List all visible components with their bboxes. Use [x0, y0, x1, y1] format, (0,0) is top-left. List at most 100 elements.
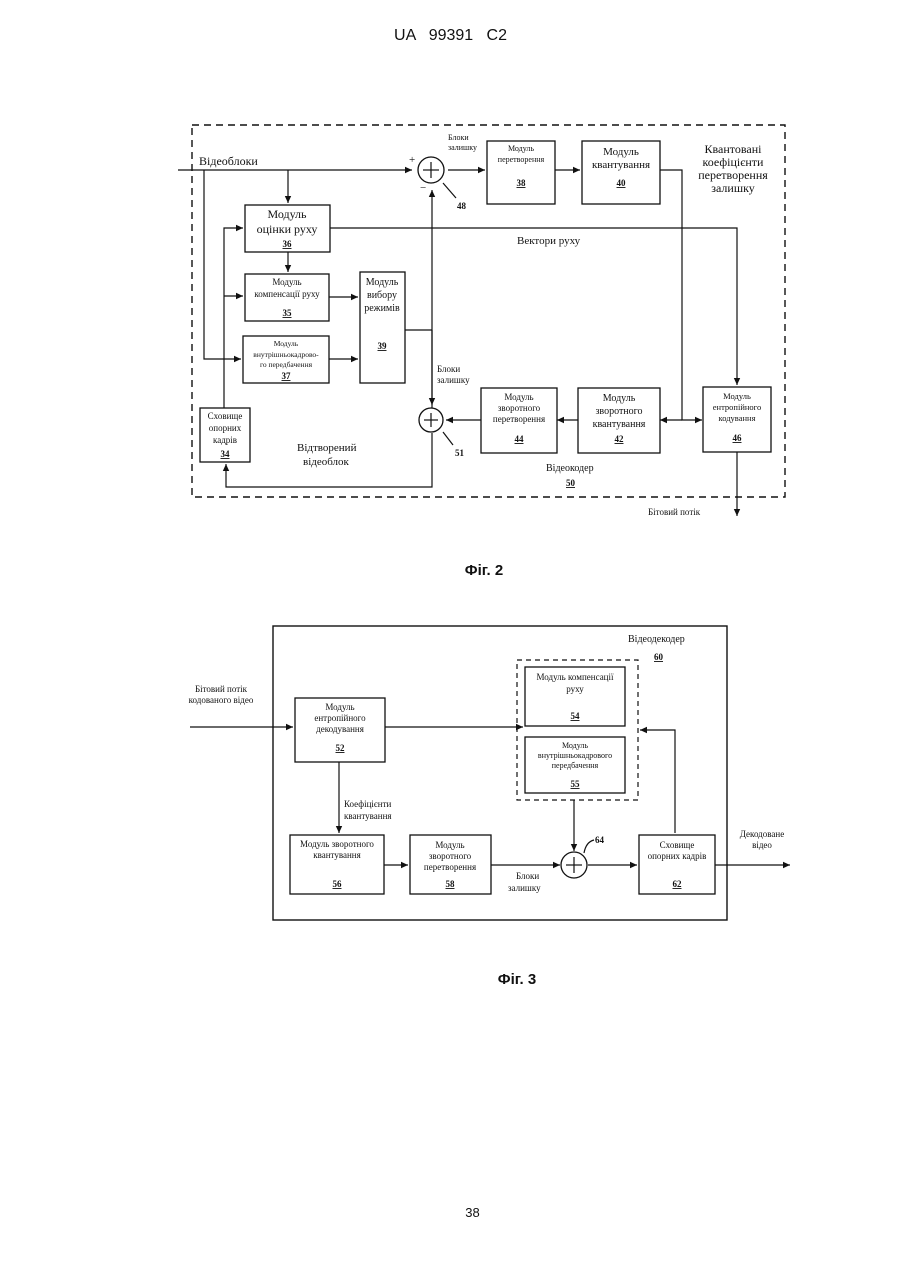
svg-text:Модуль: Модуль — [272, 277, 301, 287]
summer-51 — [419, 408, 443, 432]
svg-text:Модуль: Модуль — [562, 741, 588, 750]
page-number: 38 — [0, 1205, 901, 1220]
label-quant-coef-1: Квантовані — [705, 142, 763, 156]
fig3-caption: Фіг. 3 — [0, 971, 901, 988]
label-decoded-2: відео — [752, 840, 772, 850]
svg-text:44: 44 — [515, 434, 525, 444]
svg-text:Модуль: Модуль — [435, 840, 464, 850]
svg-text:Модуль: Модуль — [274, 339, 299, 348]
label-plus: + — [409, 154, 415, 166]
svg-text:Модуль: Модуль — [325, 702, 354, 712]
block-intra-55: Модуль внутрішньокадрового передбачення … — [525, 737, 625, 793]
svg-text:Модуль: Модуль — [504, 392, 533, 402]
label-bitstream-in-2: кодованого відео — [189, 695, 254, 705]
block-motion-comp-35: Модуль компенсації руху 35 — [245, 274, 329, 321]
svg-text:опорних: опорних — [209, 423, 242, 433]
svg-text:перетворення: перетворення — [493, 414, 545, 424]
svg-text:перетворення: перетворення — [498, 155, 545, 164]
svg-text:Модуль: Модуль — [508, 144, 534, 153]
block-inv-transform-44: Модуль зворотного перетворення 44 — [481, 388, 557, 453]
svg-text:52: 52 — [336, 743, 346, 753]
svg-text:режимів: режимів — [364, 303, 400, 314]
label-quant-coef-3: перетворення — [698, 168, 768, 182]
block-motion-est-36: Модуль оцінки руху 36 — [245, 205, 330, 252]
leader-51 — [443, 432, 453, 445]
svg-text:35: 35 — [283, 308, 293, 318]
svg-text:39: 39 — [378, 341, 388, 351]
svg-text:Сховище: Сховище — [660, 840, 695, 850]
svg-text:38: 38 — [517, 178, 527, 188]
label-bitstream: Бітовий потік — [648, 507, 701, 517]
block-inv-transform-58: Модуль зворотного перетворення 58 — [410, 835, 491, 894]
svg-text:58: 58 — [446, 879, 456, 889]
label-quant-coef-1: Коефіцієнти — [344, 799, 392, 809]
svg-text:декодування: декодування — [316, 724, 364, 734]
svg-text:55: 55 — [571, 779, 581, 789]
svg-text:Модуль: Модуль — [723, 391, 751, 401]
label-residual-mid-2: залишку — [437, 375, 470, 385]
svg-text:внутрішньокадрово-: внутрішньокадрово- — [253, 350, 319, 359]
label-bitstream-in-1: Бітовий потік — [195, 684, 248, 694]
label-residual-1: Блоки — [516, 871, 539, 881]
svg-text:42: 42 — [615, 434, 625, 444]
block-quant-40: Модуль квантування 40 — [582, 141, 660, 204]
svg-text:компенсації руху: компенсації руху — [254, 289, 320, 299]
svg-text:кадрів: кадрів — [213, 435, 237, 445]
svg-text:зворотного: зворотного — [429, 851, 472, 861]
svg-text:квантування: квантування — [593, 419, 646, 430]
leader-48 — [443, 183, 456, 198]
svg-text:Модуль: Модуль — [603, 393, 636, 404]
block-inv-quant-42: Модуль зворотного квантування 42 — [578, 388, 660, 453]
svg-text:56: 56 — [333, 879, 343, 889]
svg-text:зворотного: зворотного — [595, 406, 642, 417]
fig3-diagram: Модуль ентропійного декодування 52 Модул… — [189, 626, 790, 920]
label-recon-block-1: Відтворений — [297, 442, 357, 454]
label-quant-coef-4: залишку — [711, 181, 754, 195]
svg-text:опорних кадрів: опорних кадрів — [648, 851, 707, 861]
label-64: 64 — [595, 835, 605, 845]
label-51: 51 — [455, 448, 465, 458]
fig2-diagram: Модуль перетворення 38 Модуль квантуванн… — [178, 125, 785, 517]
svg-text:Модуль: Модуль — [366, 277, 399, 288]
leader-64 — [584, 840, 594, 853]
svg-text:передбачення: передбачення — [552, 761, 599, 770]
label-quant-coef-2: квантування — [344, 811, 392, 821]
wire-to-intra — [204, 170, 241, 359]
svg-text:Модуль: Модуль — [603, 146, 639, 158]
svg-text:кодування: кодування — [719, 413, 756, 423]
label-decoded-1: Декодоване — [740, 829, 784, 839]
svg-text:внутрішньокадрового: внутрішньокадрового — [538, 751, 612, 760]
svg-text:36: 36 — [283, 239, 293, 249]
block-ref-store-34: Сховище опорних кадрів 34 — [200, 408, 250, 462]
label-video-blocks: Відеоблоки — [199, 154, 258, 168]
svg-text:54: 54 — [571, 711, 581, 721]
svg-text:квантування: квантування — [592, 159, 650, 171]
block-inv-quant-56: Модуль зворотного квантування 56 — [290, 835, 384, 894]
block-transform-38: Модуль перетворення 38 — [487, 141, 555, 204]
summer-64 — [561, 852, 587, 878]
block-mode-select-39: Модуль вибору режимів 39 — [360, 272, 405, 383]
svg-text:Сховище: Сховище — [208, 411, 243, 421]
label-video-coder: Відеокодер — [546, 463, 594, 474]
svg-text:ентропійного: ентропійного — [314, 713, 366, 723]
svg-text:40: 40 — [617, 178, 627, 188]
label-residual-top-2: залишку — [448, 143, 477, 152]
svg-text:Модуль зворотного: Модуль зворотного — [300, 839, 374, 849]
label-motion-vectors: Вектори руху — [517, 235, 581, 247]
block-motion-comp-54: Модуль компенсації руху 54 — [525, 667, 625, 726]
label-48: 48 — [457, 201, 467, 211]
svg-text:перетворення: перетворення — [424, 862, 476, 872]
label-video-decoder-number: 60 — [654, 652, 664, 662]
svg-text:оцінки руху: оцінки руху — [257, 222, 318, 236]
svg-text:вибору: вибору — [367, 290, 397, 301]
svg-text:го передбачення: го передбачення — [260, 360, 313, 369]
svg-text:Модуль: Модуль — [267, 207, 307, 221]
label-video-decoder: Відеодекодер — [628, 634, 685, 645]
block-entropy-46: Модуль ентропійного кодування 46 — [703, 387, 771, 452]
svg-text:квантування: квантування — [313, 850, 361, 860]
block-ref-store-62: Сховище опорних кадрів 62 — [639, 835, 715, 894]
block-entropy-dec-52: Модуль ентропійного декодування 52 — [295, 698, 385, 762]
svg-text:37: 37 — [282, 371, 292, 381]
svg-text:ентропійного: ентропійного — [713, 402, 761, 412]
